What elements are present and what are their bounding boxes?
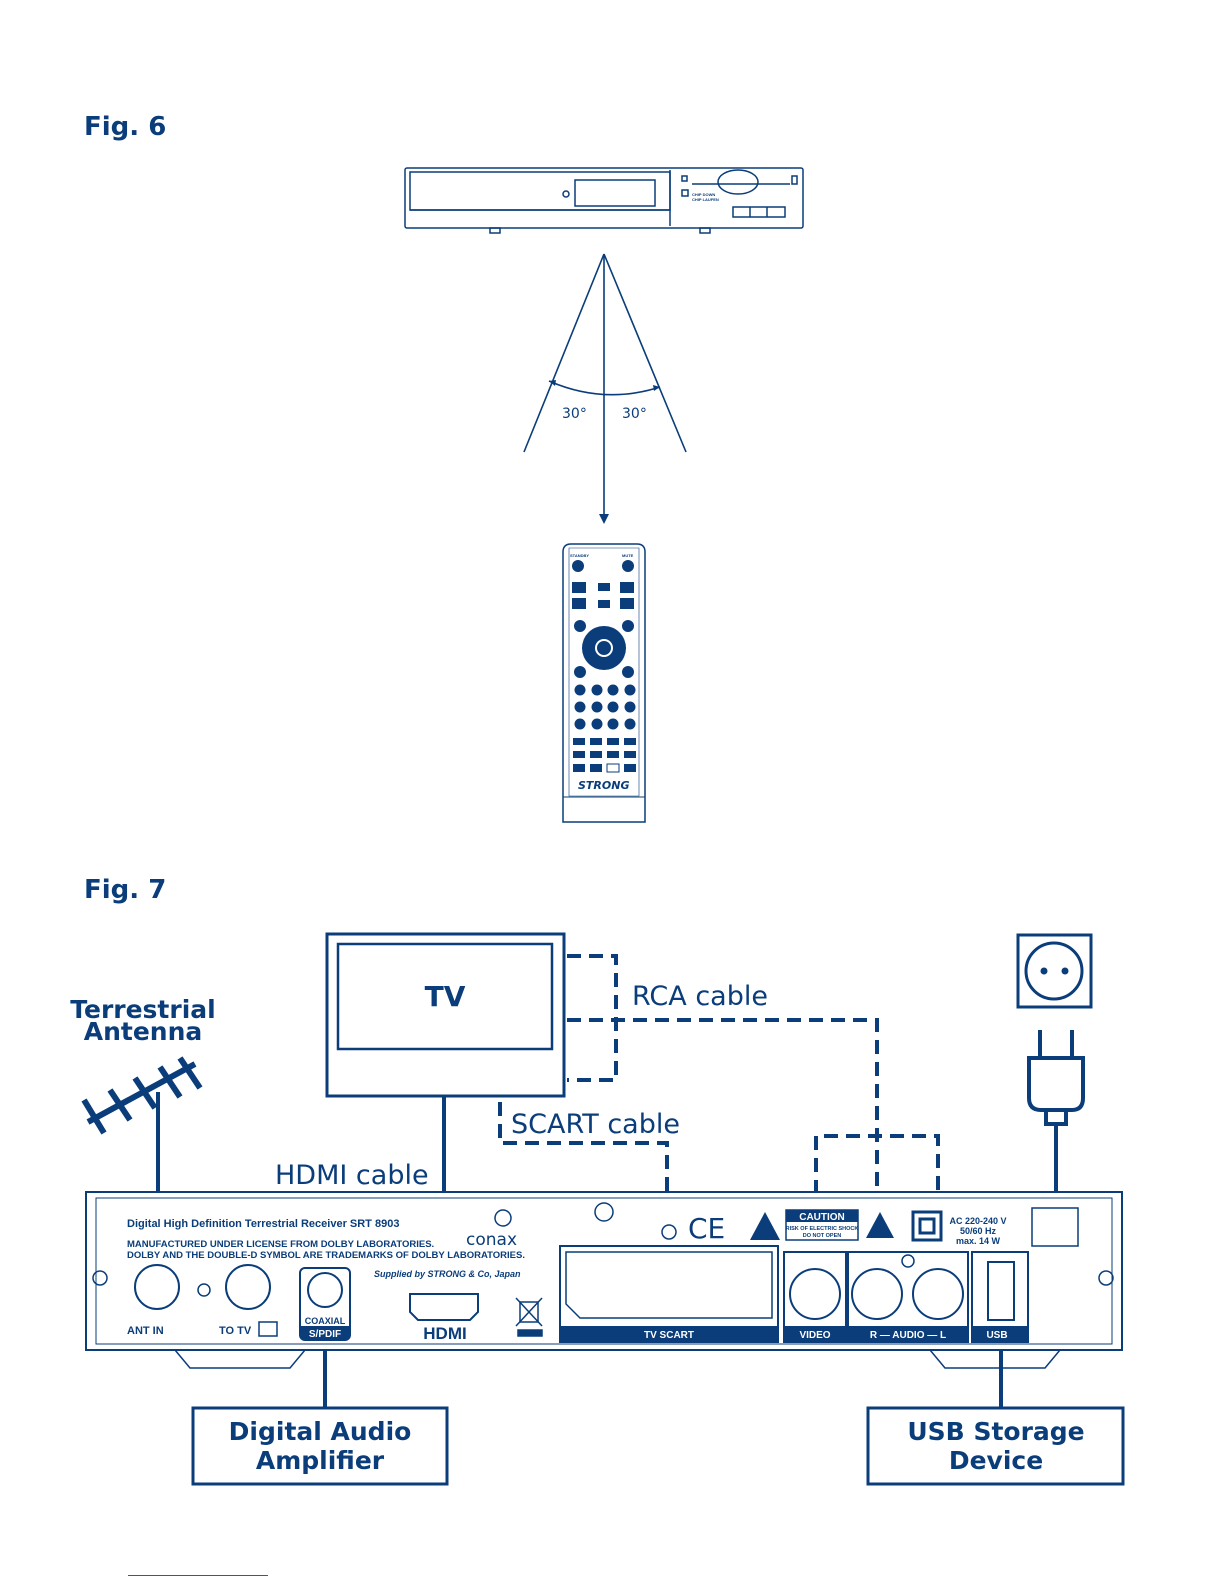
panel-spdif-label: S/PDIF — [309, 1329, 341, 1340]
panel-license-line2: DOLBY AND THE DOUBLE-D SYMBOL ARE TRADEM… — [127, 1250, 525, 1261]
amp-label-line1: Digital Audio — [229, 1417, 412, 1446]
to-tv-connector — [225, 1264, 271, 1310]
panel-ce-mark: CE — [688, 1212, 725, 1245]
angle-arrow-right — [653, 385, 660, 391]
panel-power-line2: 50/60 Hz — [960, 1226, 997, 1236]
angle-right-label: 30° — [622, 406, 647, 422]
antenna-label-line1: Terrestrial — [70, 995, 215, 1024]
receiver-front-view — [404, 167, 804, 234]
usb-storage-device-box — [866, 1406, 1125, 1486]
smartcard-text-1: CHIP DOWN — [692, 192, 715, 197]
ant-in-connector — [134, 1264, 180, 1310]
fig6-title: Fig. 6 — [84, 112, 167, 142]
panel-license-line1: MANUFACTURED UNDER LICENSE FROM DOLBY LA… — [127, 1239, 434, 1250]
coaxial-port — [299, 1267, 351, 1341]
power-plug-icon — [1027, 1030, 1085, 1235]
remote-mute-label: MUTE — [622, 553, 634, 558]
hdmi-port — [409, 1293, 479, 1321]
panel-model-line: Digital High Definition Terrestrial Rece… — [127, 1218, 399, 1230]
standby-button — [572, 560, 584, 572]
usb-label-line1: USB Storage — [907, 1417, 1084, 1446]
tv-box — [325, 932, 566, 1098]
ir-arrow-head — [599, 514, 609, 524]
reception-angle-lines — [523, 253, 687, 520]
smartcard-text-2: CHIP LAUFEN — [692, 197, 719, 202]
panel-tv-scart-label: TV SCART — [644, 1330, 694, 1341]
panel-video-label: VIDEO — [799, 1330, 830, 1341]
hdmi-cable-label: HDMI cable — [275, 1160, 429, 1191]
amp-label-line2: Amplifier — [256, 1446, 385, 1475]
usb-label-line2: Device — [949, 1446, 1043, 1475]
angle-arrow-left — [549, 380, 556, 386]
angle-left-label: 30° — [562, 406, 587, 422]
panel-audio-label: R — AUDIO — L — [870, 1330, 946, 1341]
antenna-label-line2: Antenna — [84, 1017, 203, 1046]
panel-caution-sub2: DO NOT OPEN — [803, 1233, 842, 1239]
remote-standby-label: STANDBY — [570, 553, 589, 558]
wall-socket-icon — [1016, 933, 1093, 1009]
footer-line — [128, 1575, 268, 1576]
rca-cable-label: RCA cable — [632, 981, 768, 1012]
panel-conax-logo: conax — [466, 1230, 517, 1250]
tv-label: TV — [425, 980, 466, 1013]
panel-supplied-by: Supplied by STRONG & Co, Japan — [374, 1269, 521, 1279]
mute-button — [622, 560, 634, 572]
panel-power-line3: max. 14 W — [956, 1236, 1001, 1246]
panel-ant-in-label: ANT IN — [127, 1325, 164, 1337]
remote-brand: STRONG — [578, 779, 629, 792]
panel-usb-label: USB — [986, 1330, 1007, 1341]
panel-power-line1: AC 220-240 V — [949, 1216, 1006, 1226]
panel-caution-sub1: RISK OF ELECTRIC SHOCK — [786, 1226, 859, 1232]
panel-caution: CAUTION — [799, 1212, 845, 1223]
fig7-title: Fig. 7 — [84, 875, 167, 905]
scart-cable-label: SCART cable — [511, 1109, 680, 1140]
remote-control — [562, 543, 646, 823]
receiver-rear-panel — [85, 1191, 1123, 1369]
panel-hdmi-logo: HDMI — [423, 1324, 466, 1343]
panel-coaxial-label: COAXIAL — [305, 1316, 346, 1326]
digital-audio-amplifier-box — [191, 1406, 449, 1486]
panel-to-tv-label: TO TV — [219, 1325, 252, 1337]
